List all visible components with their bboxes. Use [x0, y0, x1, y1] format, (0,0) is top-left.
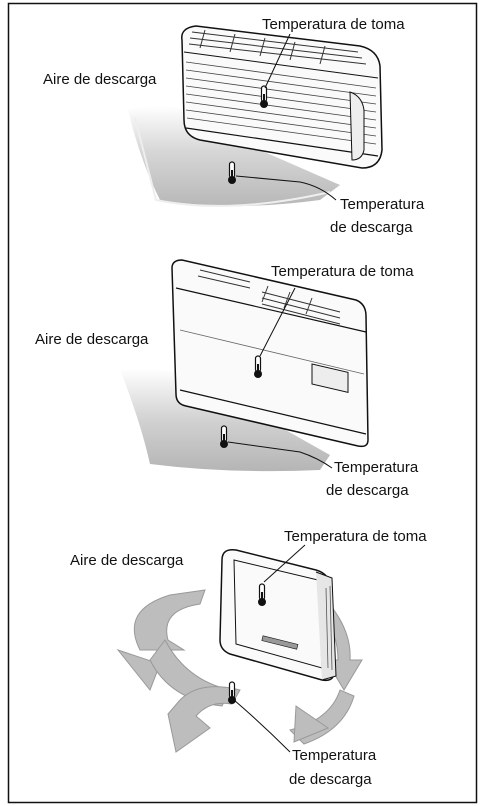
discharge-temp-label-3a: Temperatura	[292, 747, 377, 764]
cassette-unit-body	[219, 548, 335, 682]
discharge-temp-label-1b: de descarga	[330, 219, 413, 236]
intake-temp-label-2: Temperatura de toma	[271, 263, 414, 280]
discharge-air-flow-2	[120, 368, 330, 472]
panel-3-cassette-unit	[116, 544, 363, 753]
discharge-air-label-1: Aire de descarga	[43, 71, 157, 88]
display-panel	[311, 363, 349, 393]
panel-2-console-unit	[120, 259, 369, 472]
discharge-air-label-2: Aire de descarga	[35, 331, 149, 348]
intake-thermometer-1	[259, 85, 269, 109]
discharge-thermometer-2	[219, 425, 229, 449]
discharge-air-label-3: Aire de descarga	[70, 552, 184, 569]
intake-thermometer-2	[253, 355, 263, 379]
top-grille-2	[197, 269, 341, 325]
page-border	[7, 2, 478, 804]
wall-unit-body	[181, 25, 383, 169]
discharge-temp-label-2b: de descarga	[326, 482, 409, 499]
discharge-temp-label-1a: Temperatura	[340, 196, 425, 213]
intake-temp-label-1: Temperatura de toma	[262, 16, 405, 33]
discharge-temp-label-3b: de descarga	[289, 771, 372, 788]
intake-thermometer-3	[257, 583, 267, 607]
top-grille-1	[188, 29, 367, 65]
intake-temp-label-3: Temperatura de toma	[284, 528, 427, 545]
front-grille-1	[185, 61, 377, 145]
panel-1-wall-unit	[128, 25, 383, 207]
discharge-thermometer-1	[227, 161, 237, 185]
discharge-temp-label-2a: Temperatura	[334, 459, 419, 476]
